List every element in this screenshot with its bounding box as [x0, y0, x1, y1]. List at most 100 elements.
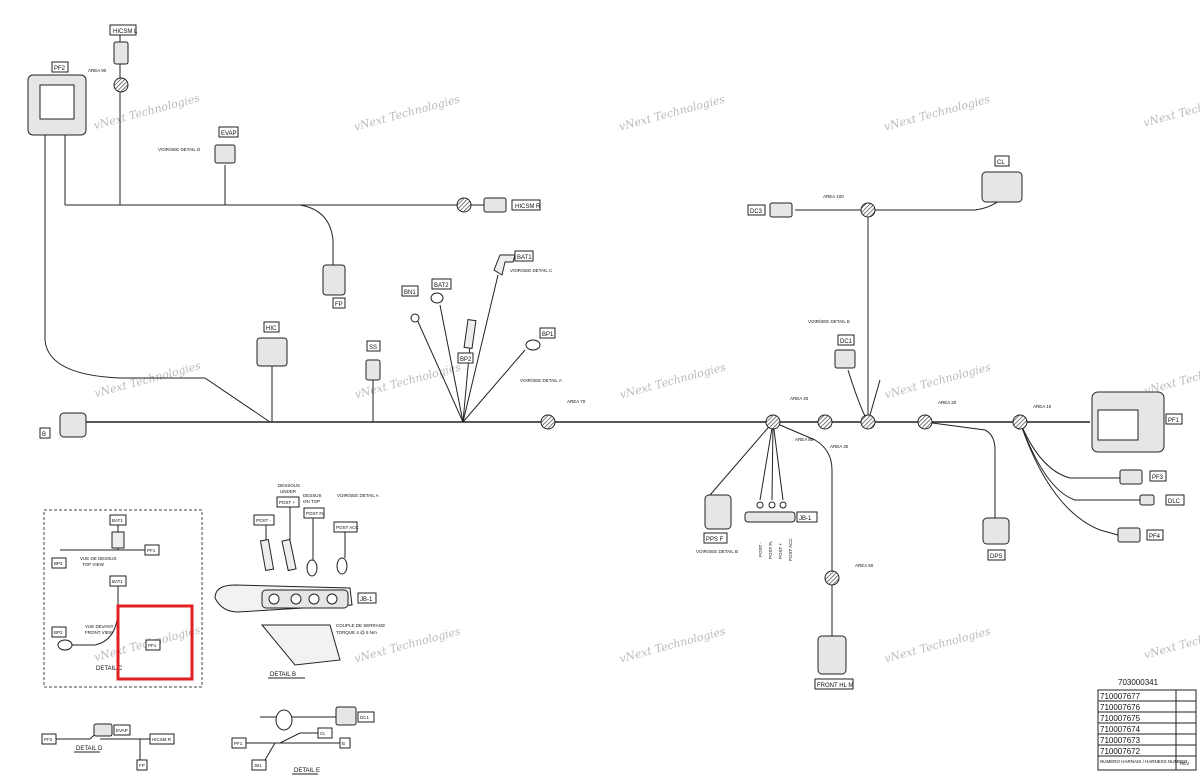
- label-b-e: B: [342, 741, 345, 746]
- label-pf1-c2: PF1: [148, 643, 157, 648]
- area-splices: [113, 77, 1028, 586]
- jb1-junction-icon: [744, 511, 796, 523]
- dc1-connector-icon: [834, 349, 856, 369]
- label-pf1-c: PF1: [147, 548, 156, 553]
- watermarks: vNext Technologies vNext Technologies vN…: [92, 89, 1200, 666]
- highlight-box: [116, 604, 194, 681]
- label-front-hl-m: FRONT HL M: [817, 683, 853, 689]
- label-jb1-b: JB-1: [360, 597, 373, 603]
- label-fp: FP: [335, 302, 343, 308]
- dlc-connector-icon: [1139, 494, 1155, 506]
- bat2-terminal-icon: [430, 292, 444, 304]
- pf4-connector-icon: [1117, 527, 1141, 543]
- detail-e: DC1 CL PF1 B JB1 DETAIL E: [231, 706, 375, 775]
- label-dps: DPS: [990, 554, 1002, 560]
- label-bp2-c2: BP2: [54, 630, 63, 635]
- label-ss: SS: [369, 345, 377, 351]
- area-splice: [540, 414, 556, 430]
- label-top-view: TOP VIEW: [82, 562, 105, 567]
- label-post-plus: POST +: [778, 543, 783, 559]
- label-on-top: ON TOP: [303, 499, 320, 504]
- label-area80: AREA 80: [795, 437, 814, 442]
- fp-connector-icon: [322, 264, 346, 296]
- dc1-e-connector-icon: [335, 706, 357, 726]
- label-bp2-c: BP2: [54, 561, 63, 566]
- area-splice: [817, 414, 833, 430]
- area-splice: [456, 197, 472, 213]
- label-detail-e: DETAIL E: [294, 768, 320, 774]
- label-hicsm-r: HICSM R: [515, 204, 541, 210]
- label-vue-devant: VUE DEVANT: [85, 624, 114, 629]
- part-number-table: 703000341 710007677 710007676 710007675 …: [1097, 678, 1197, 771]
- label-cl-e: CL: [320, 731, 326, 736]
- label-pf2: PF2: [54, 66, 66, 72]
- label-detail-b: DETAIL B: [270, 672, 296, 678]
- label-dlc: DLC: [1168, 499, 1181, 505]
- label-cl: CL: [997, 160, 1005, 166]
- detail-b: POST - DESSOUS UNDER POST + DESSUS ON TO…: [214, 483, 385, 679]
- dps-connector-icon: [982, 517, 1010, 545]
- label-bn1: BN1: [404, 290, 416, 296]
- label-post-fl-b: POST FL: [306, 511, 325, 516]
- label-bat1-c2: BAT1: [112, 579, 123, 584]
- detail-c: BAT1 PF1 BP2 VUE DE DESSUS TOP VIEW BAT1…: [43, 509, 203, 688]
- label-evap-d: EVAP: [116, 728, 128, 733]
- b-connector-icon: [59, 412, 87, 438]
- watermark: vNext Technologies: [883, 624, 992, 665]
- label-pf4: PF4: [1149, 534, 1161, 540]
- label-pps-f: PPS F: [706, 537, 724, 543]
- table-title: 703000341: [1118, 678, 1159, 687]
- area-splice: [860, 202, 876, 218]
- pf3-connector-icon: [1119, 469, 1143, 485]
- label-voir-detail-a-b: VOIR/SEE DETAIL A: [337, 493, 379, 498]
- label-bat1-c: BAT1: [112, 518, 123, 523]
- label-pf2-d: PF2: [44, 737, 53, 742]
- label-pf3: PF3: [1152, 475, 1164, 481]
- label-voir-detail-b: VOIR/SEE DETAIL B: [696, 549, 738, 554]
- watermark: vNext Technologies: [617, 92, 726, 133]
- area-splice: [917, 414, 933, 430]
- table-footer-left: NUMÉRO HARNAIS / HARNESS NUMBER: [1100, 758, 1188, 764]
- label-jb1-e: JB1: [254, 763, 262, 768]
- label-area40: AREA 40: [790, 396, 809, 401]
- table-row: 710007672: [1100, 747, 1141, 756]
- label-dessus: DESSUS: [303, 493, 322, 498]
- bat1-terminal-icon: [493, 254, 516, 276]
- watermark: vNext Technologies: [883, 360, 992, 401]
- watermark: vNext Technologies: [93, 359, 202, 400]
- label-b: B: [42, 432, 46, 438]
- watermark: vNext Technologies: [1142, 89, 1200, 130]
- hicsm-l-connector-icon: [113, 41, 129, 65]
- label-dc1-e: DC1: [360, 715, 369, 720]
- label-under: UNDER: [280, 489, 297, 494]
- label-post-minus: POST -: [758, 542, 763, 557]
- table-row: 710007674: [1100, 725, 1141, 734]
- label-post-acc-b: POST ACC: [336, 525, 359, 530]
- dc3-connector-icon: [769, 202, 793, 218]
- watermark: vNext Technologies: [618, 624, 727, 665]
- label-evap: EVAP: [221, 131, 237, 137]
- area-splice: [824, 570, 840, 586]
- label-jb1: JB-1: [799, 516, 812, 522]
- connector-labels: HICSM L PF2 AREA 90 EVAP VOIR/SEE DETAIL…: [39, 24, 1185, 690]
- label-vue-dessus: VUE DE DESSUS: [80, 556, 117, 561]
- label-bp2: BP2: [460, 357, 472, 363]
- label-voir-detail-a: VOIR/SEE DETAIL A: [520, 378, 562, 383]
- watermark: vNext Technologies: [1142, 621, 1200, 662]
- watermark: vNext Technologies: [882, 92, 991, 133]
- label-hicsm-r-d: HICSM R: [152, 737, 172, 742]
- label-dc1: DC1: [840, 339, 853, 345]
- label-post-minus-b: POST -: [256, 518, 271, 523]
- area-splice: [1012, 414, 1028, 430]
- label-area20: AREA 20: [938, 400, 957, 405]
- label-area10: AREA 10: [1033, 404, 1052, 409]
- label-voir-detail-e: VOIR/SEE DETAIL E: [808, 319, 850, 324]
- main-wiring: [44, 30, 1140, 640]
- bp2-terminal-icon: [463, 319, 477, 349]
- label-detail-d: DETAIL D: [76, 746, 103, 752]
- cl-connector-icon: [981, 171, 1023, 203]
- watermark: vNext Technologies: [618, 360, 727, 401]
- label-bat2: BAT2: [434, 283, 449, 289]
- label-post-fl: POST FL: [768, 540, 773, 559]
